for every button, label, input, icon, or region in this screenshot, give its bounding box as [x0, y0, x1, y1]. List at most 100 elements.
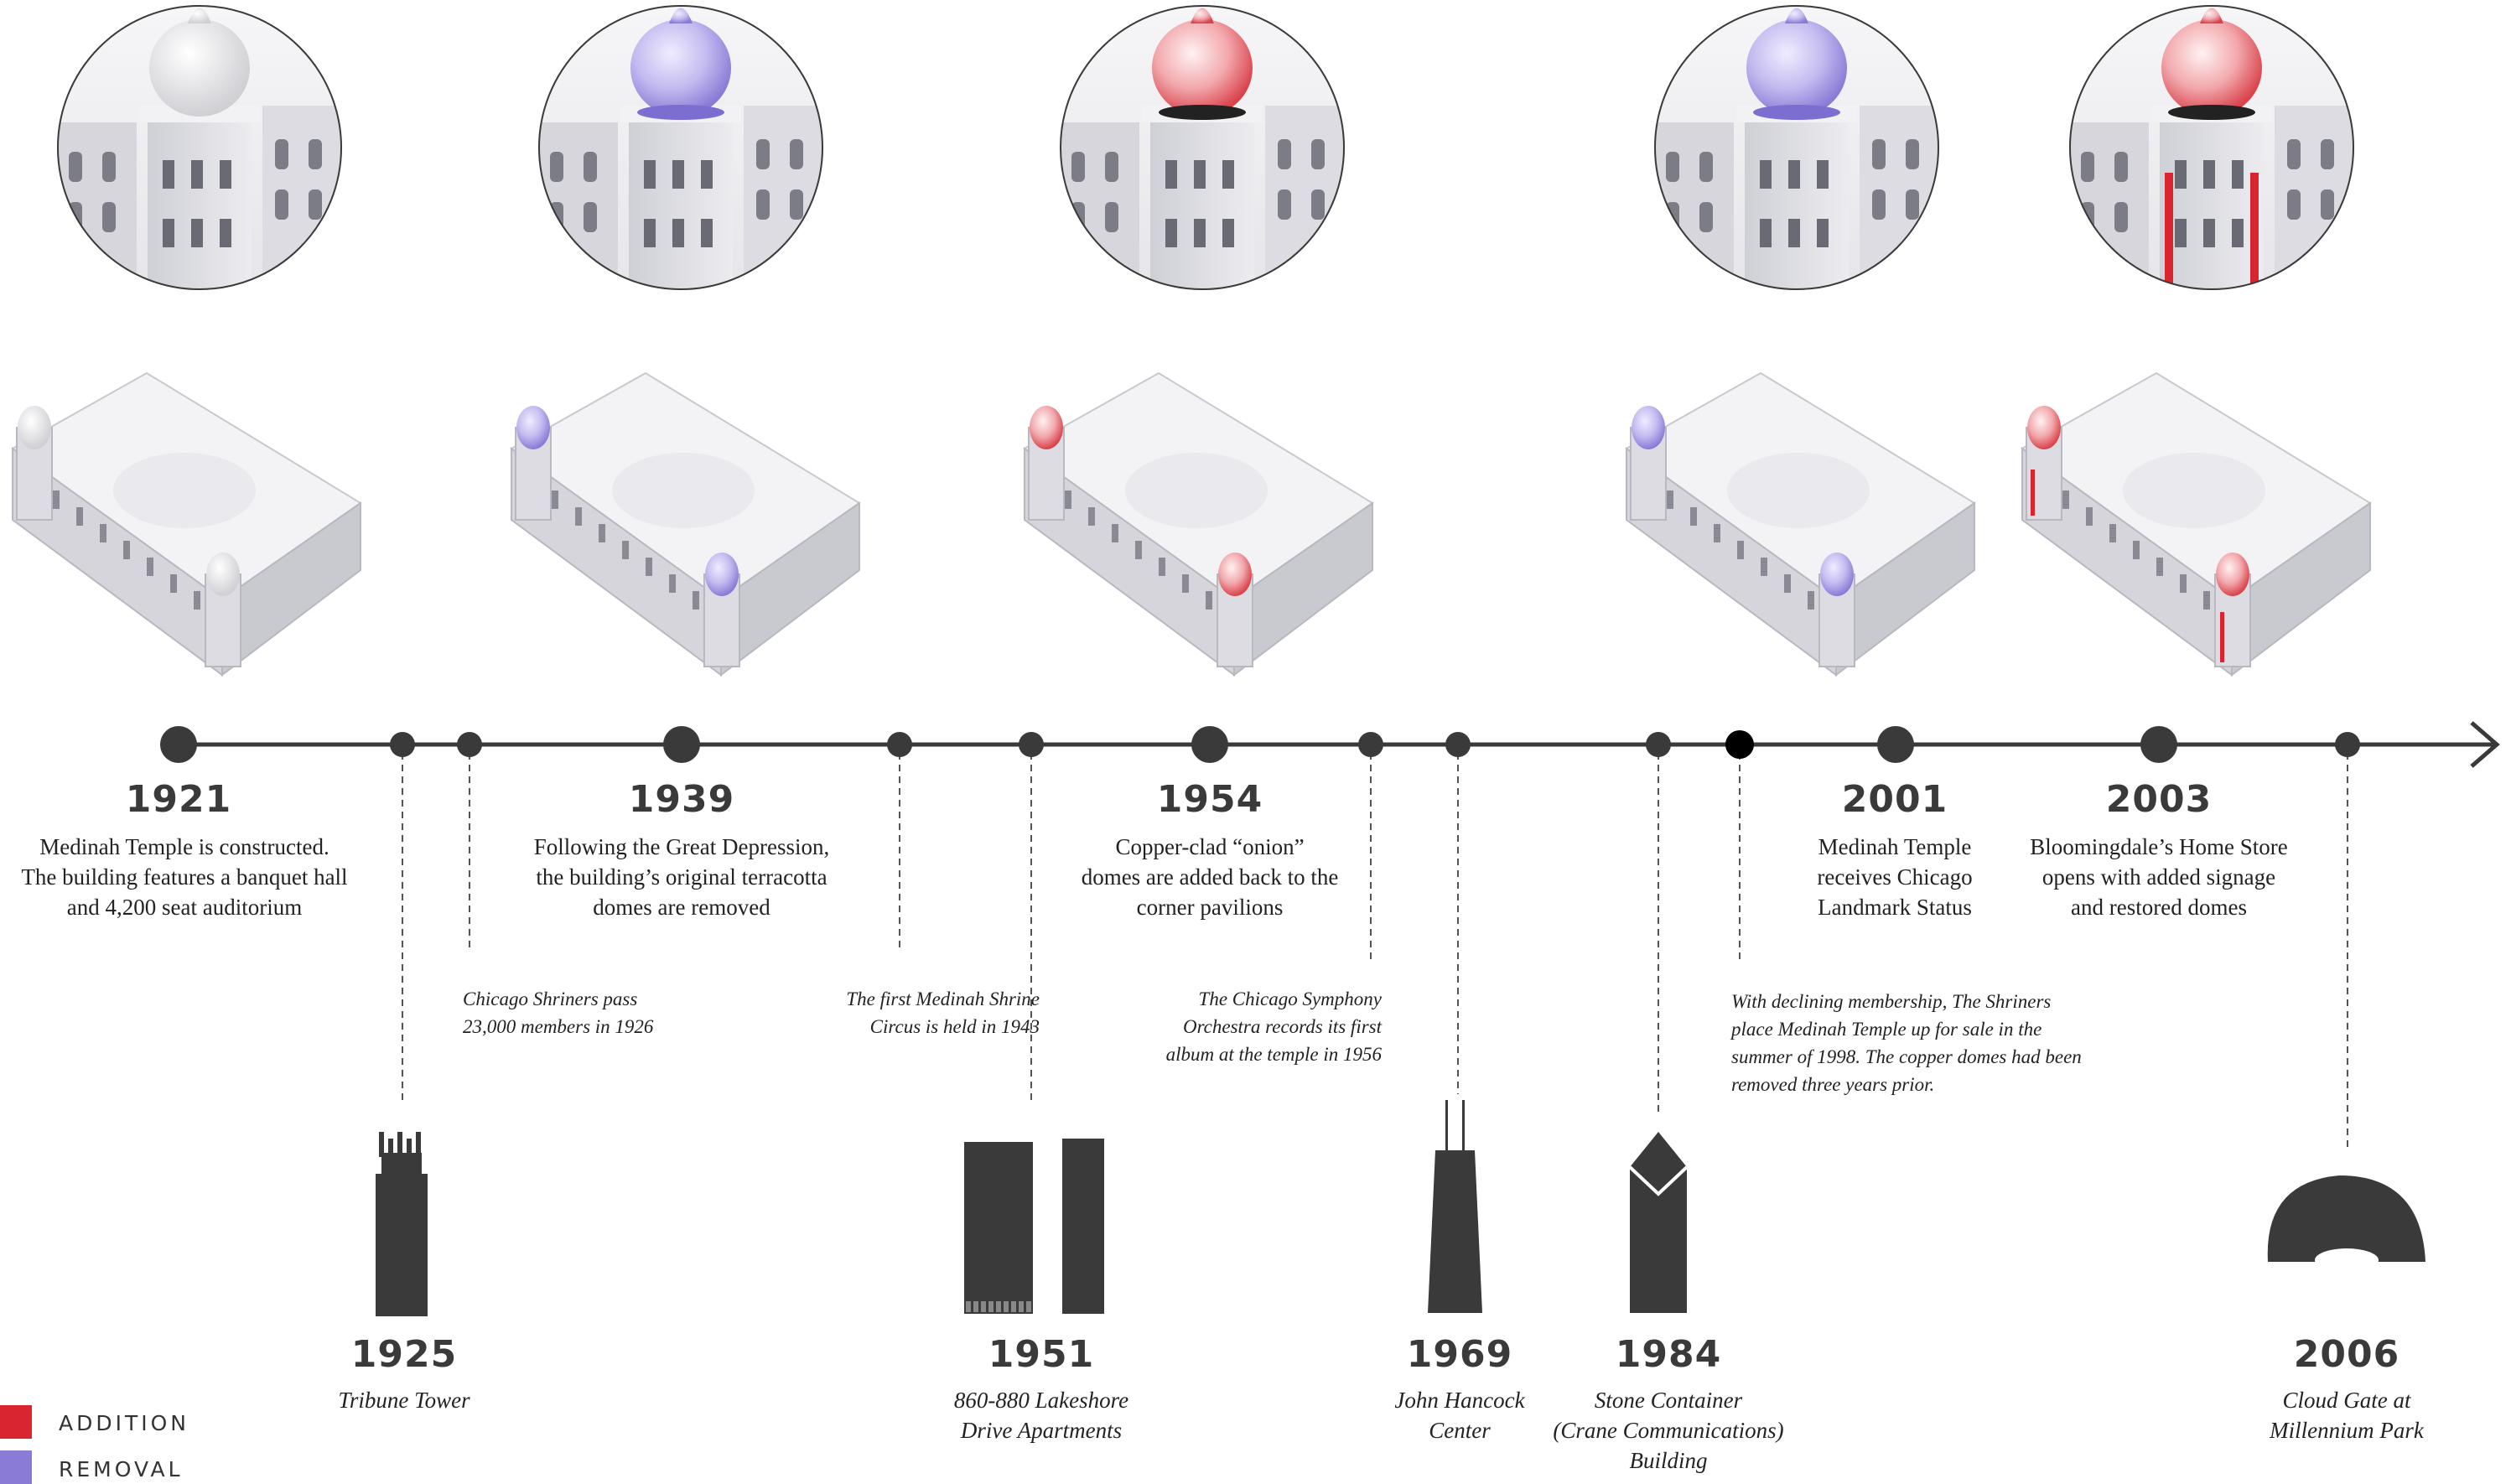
window: [2180, 574, 2187, 593]
tribune-tower-icon: [376, 1132, 428, 1316]
auditorium-roof: [113, 453, 256, 528]
timeline-axis: [168, 721, 2500, 768]
window: [2156, 558, 2163, 576]
lobby-glass: [981, 1301, 986, 1312]
window: [1906, 139, 1919, 169]
window: [1182, 574, 1189, 593]
lobby-glass: [988, 1301, 994, 1312]
lobby-glass: [966, 1301, 971, 1312]
window: [309, 139, 322, 169]
event-description: Medinah Temple receives Chicago Landmark…: [1769, 832, 2021, 922]
antenna: [1445, 1100, 1448, 1150]
closeup-left-wing: [1060, 122, 1139, 290]
window: [790, 139, 803, 169]
tower-window: [701, 160, 713, 189]
tapered-tower: [1428, 1150, 1482, 1313]
closeup-left-wing: [538, 122, 618, 290]
window: [194, 591, 200, 610]
pavilion-dome-addition: [1030, 406, 1063, 449]
window: [2321, 139, 2334, 169]
note-line: removed three years prior.: [1731, 1074, 1935, 1095]
window: [1872, 139, 1886, 169]
lobby-glass: [1004, 1301, 1009, 1312]
note-line: Orchestra records its first: [1182, 1016, 1382, 1037]
tower-window: [2203, 219, 2215, 247]
window: [53, 490, 60, 509]
tower-window: [1788, 160, 1800, 189]
building-name: John Hancock Center: [1334, 1385, 1585, 1445]
note-line: 23,000 members in 1926: [463, 1016, 654, 1037]
apartment-tower: [964, 1142, 1033, 1314]
building-name: 860-880 Lakeshore Drive Apartments: [916, 1385, 1167, 1445]
closeup-dome-removal: [630, 19, 731, 117]
closeup-frame: [538, 5, 823, 290]
window: [1071, 152, 1085, 182]
history-note: The Chicago Symphony Orchestra records i…: [1090, 985, 1382, 1068]
window: [76, 507, 83, 526]
building-name-line: John Hancock: [1394, 1388, 1525, 1413]
event-text-line: Following the Great Depression,: [533, 834, 830, 859]
building-year: 1969: [1406, 1333, 1513, 1376]
closeup-frame: [1654, 5, 1939, 290]
dome-base: [1753, 105, 1840, 120]
window: [2287, 189, 2301, 220]
event-year: 1954: [1156, 778, 1263, 821]
closeup-right-wing: [1265, 106, 1345, 290]
note-line: With declining membership, The Shriners: [1731, 991, 2052, 1012]
closeup-left-wing: [57, 122, 137, 290]
history-note: With declining membership, The Shriners …: [1731, 988, 2201, 1098]
tower-window: [2175, 160, 2187, 189]
tower-window: [701, 219, 713, 247]
minor-event-dot: [457, 732, 482, 757]
tower-window: [2203, 160, 2215, 189]
antenna: [1462, 1100, 1465, 1150]
window: [550, 152, 563, 182]
minor-event-dot: [390, 732, 415, 757]
window: [790, 189, 803, 220]
window: [1278, 189, 1291, 220]
event-year: 2003: [2105, 778, 2213, 821]
major-event-dot: [1191, 726, 1228, 763]
window: [275, 189, 288, 220]
minor-event-dot: [2335, 732, 2360, 757]
diamond-top-line: [1628, 1165, 1689, 1196]
closeup-tower: [629, 118, 733, 290]
stone-container-icon: [1628, 1132, 1689, 1313]
event-text-line: Medinah Temple is constructed.: [39, 834, 329, 859]
auditorium-roof: [1125, 453, 1268, 528]
building-name-line: Center: [1429, 1418, 1491, 1443]
event-text-line: the building’s original terracotta: [536, 864, 827, 890]
window: [1784, 574, 1791, 593]
dome-finial: [188, 8, 211, 23]
pavilion-dome-addition: [2216, 553, 2249, 596]
window: [599, 524, 605, 542]
window: [622, 541, 629, 559]
tower-window: [2175, 219, 2187, 247]
event-year: 1939: [628, 778, 735, 821]
closeup-right-wing: [262, 106, 342, 290]
building-year: 1951: [988, 1333, 1095, 1376]
minor-event-dot: [1358, 732, 1383, 757]
dome-closeup-original: [57, 5, 342, 290]
minor-event-dot: [1646, 732, 1671, 757]
window: [584, 152, 597, 182]
signage-addition: [2220, 612, 2224, 662]
tower-window: [2232, 219, 2244, 247]
window: [1690, 507, 1697, 526]
note-line: The Chicago Symphony: [1198, 988, 1382, 1009]
building-name: Stone Container (Crane Communications) B…: [1534, 1385, 1803, 1476]
window: [2287, 139, 2301, 169]
tower-window: [191, 219, 203, 247]
closeup-left-wing: [1654, 122, 1734, 290]
minor-event-dot: [1445, 732, 1471, 757]
event-text-line: Bloomingdale’s Home Store: [2030, 834, 2288, 859]
minor-event-dot: [887, 732, 912, 757]
buttress: [407, 1139, 412, 1164]
window: [1761, 558, 1767, 576]
closeup-frame: [57, 5, 342, 290]
tower-window: [1760, 219, 1772, 247]
tower-window: [1165, 160, 1177, 189]
window: [2114, 202, 2128, 232]
tower-window: [1222, 160, 1234, 189]
